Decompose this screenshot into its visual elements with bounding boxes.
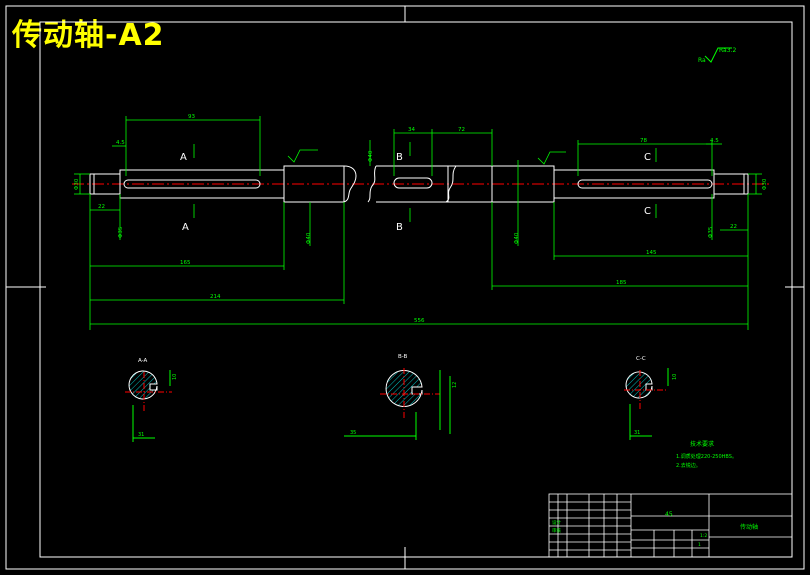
sec-b-width: 12	[452, 382, 458, 388]
ra-prefix: Ra	[698, 57, 706, 64]
technical-notes: 技术要求 1.调质处理220-250HBS。 2.去锐边。	[676, 440, 737, 469]
section-mark-c-bottom: C	[644, 206, 651, 217]
sec-b-depth: 35	[350, 430, 356, 436]
section-view-c: C-C 31 10	[624, 356, 678, 440]
title-block-scale: 1:2	[700, 533, 707, 539]
dim-4p5-left: 4.5	[116, 140, 125, 146]
dim-dia-right-end: Φ30	[762, 178, 768, 190]
dim-dia-b: Φ40	[368, 150, 374, 162]
title-block	[548, 493, 793, 558]
dim-dia-shoulder-right: Φ40	[514, 232, 520, 244]
dim-145: 145	[646, 250, 657, 256]
sec-a-depth: 31	[138, 432, 144, 438]
section-mark-a-top: A	[180, 152, 187, 163]
dim-dia-c: Φ35	[708, 226, 714, 238]
surface-roughness-mark: Ra3.2 Ra	[698, 47, 736, 64]
outer-frame	[5, 5, 805, 570]
dim-dia-shoulder-left: Φ40	[306, 232, 312, 244]
notes-heading: 技术要求	[690, 440, 714, 448]
dim-34: 34	[408, 127, 415, 133]
title-block-material: 45	[665, 511, 673, 518]
surface-mark-label: Ra3.2	[719, 47, 736, 54]
dim-165: 165	[180, 260, 191, 266]
dim-214: 214	[210, 294, 221, 300]
keyway-a	[123, 179, 261, 189]
sec-c-width: 10	[672, 374, 678, 380]
dimension-texts: 93 4.5 34 72 78 4.5 22 22 165 214 145 18…	[74, 114, 768, 324]
section-view-b: B-B 35 12	[344, 354, 458, 440]
title-block-text: 45 传动轴 1:2 1 设计 审核	[552, 511, 758, 548]
section-view-a: A-A 31 10	[125, 358, 178, 442]
title-block-checker: 审核	[552, 527, 561, 534]
section-view-a-label: A-A	[138, 358, 148, 364]
dim-22-right: 22	[730, 224, 737, 230]
title-block-part-name: 传动轴	[740, 523, 758, 531]
section-markers: A A B B C C	[180, 152, 651, 233]
section-view-b-label: B-B	[398, 354, 408, 360]
section-mark-b-bottom: B	[396, 222, 403, 233]
dim-93: 93	[188, 114, 195, 120]
dim-72: 72	[458, 127, 465, 133]
title-block-designer: 设计	[552, 519, 561, 526]
keyway-b	[393, 177, 433, 189]
dim-4p5-right: 4.5	[710, 138, 719, 144]
keyway-c	[577, 179, 713, 189]
section-mark-b-top: B	[396, 152, 403, 163]
notes-line2: 2.去锐边。	[676, 462, 701, 469]
sec-a-width: 10	[172, 374, 178, 380]
sec-c-depth: 31	[634, 430, 640, 436]
title-block-sheet: 1	[698, 542, 701, 548]
dim-dia-a: Φ35	[118, 226, 124, 238]
dim-556: 556	[414, 318, 425, 324]
section-mark-a-bottom: A	[182, 222, 189, 233]
notes-line1: 1.调质处理220-250HBS。	[676, 453, 737, 460]
dim-78: 78	[640, 138, 647, 144]
dim-dia-left-end: Φ30	[74, 178, 80, 190]
section-view-c-label: C-C	[636, 356, 646, 362]
shaft-outline	[89, 165, 749, 203]
dim-185: 185	[616, 280, 627, 286]
section-mark-c-top: C	[644, 152, 651, 163]
dimension-lines	[74, 116, 762, 330]
inner-frame	[39, 21, 793, 558]
dim-22-left: 22	[98, 204, 105, 210]
drawing-title: 传动轴-A2	[12, 18, 165, 53]
